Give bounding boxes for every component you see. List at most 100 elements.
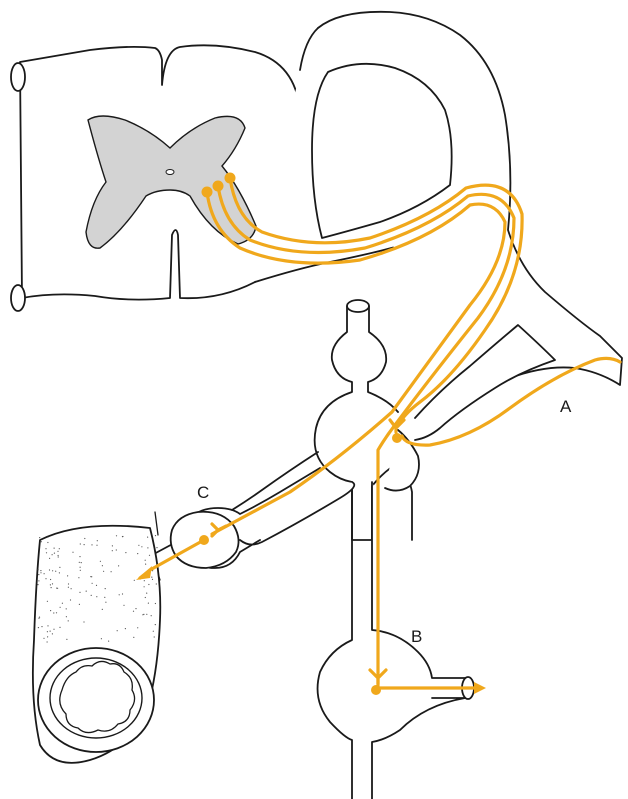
stipple-dot bbox=[149, 555, 150, 556]
stipple-dot bbox=[148, 584, 149, 585]
ganglion-cell-b bbox=[371, 685, 381, 695]
stipple-dot bbox=[101, 638, 102, 639]
stipple-dot bbox=[81, 562, 82, 563]
stipple-dot bbox=[145, 564, 146, 565]
stipple-dot bbox=[155, 603, 156, 604]
stipple-dot bbox=[38, 580, 39, 581]
label-b: B bbox=[411, 627, 422, 646]
stipple-dot bbox=[68, 620, 69, 621]
cell-body-2 bbox=[213, 181, 224, 192]
stipple-dot bbox=[137, 627, 138, 628]
stipple-dot bbox=[80, 543, 81, 544]
stipple-dot bbox=[145, 560, 146, 561]
stipple-dot bbox=[119, 594, 120, 595]
stipple-dot bbox=[91, 544, 92, 545]
cell-body-1 bbox=[202, 187, 213, 198]
stipple-dot bbox=[59, 567, 60, 568]
stipple-dot bbox=[52, 554, 53, 555]
stipple-dot bbox=[66, 639, 67, 640]
splanchnic-nerve bbox=[152, 452, 354, 580]
ganglion-cell-a bbox=[392, 433, 402, 443]
stipple-dot bbox=[47, 631, 48, 632]
stipple-dot bbox=[144, 580, 145, 581]
stipple-dot bbox=[155, 535, 156, 536]
label-a: A bbox=[560, 397, 572, 416]
stipple-dot bbox=[45, 548, 46, 549]
stipple-dot bbox=[47, 625, 48, 626]
stipple-dot bbox=[125, 628, 126, 629]
stipple-dot bbox=[68, 587, 69, 588]
stipple-dot bbox=[103, 571, 104, 572]
stipple-dot bbox=[116, 549, 117, 550]
stipple-dot bbox=[52, 583, 53, 584]
stipple-dot bbox=[148, 603, 149, 604]
stipple-dot bbox=[133, 611, 134, 612]
stipple-dot bbox=[92, 583, 93, 584]
stipple-dot bbox=[125, 552, 126, 553]
stipple-dot bbox=[54, 553, 55, 554]
stipple-dot bbox=[111, 571, 112, 572]
stipple-dot bbox=[91, 595, 92, 596]
ganglion-cell-c bbox=[199, 535, 209, 545]
stipple-dot bbox=[38, 618, 39, 619]
trunk-top-cut bbox=[347, 300, 369, 312]
stipple-dot bbox=[37, 584, 38, 585]
spinal-cord-cut-top bbox=[11, 63, 25, 91]
stipple-dot bbox=[47, 636, 48, 637]
stipple-dot bbox=[141, 546, 142, 547]
stipple-dot bbox=[105, 588, 106, 589]
stipple-dot bbox=[138, 545, 139, 546]
stipple-dot bbox=[47, 537, 48, 538]
stipple-dot bbox=[96, 596, 97, 597]
trunk-upper-segment-right bbox=[368, 306, 398, 412]
stipple-dot bbox=[112, 545, 113, 546]
stipple-dot bbox=[51, 587, 52, 588]
stipple-dot bbox=[58, 555, 59, 556]
stipple-dot bbox=[80, 570, 81, 571]
stipple-dot bbox=[151, 615, 152, 616]
stipple-dot bbox=[86, 591, 87, 592]
stipple-dot bbox=[52, 570, 53, 571]
stipple-dot bbox=[41, 541, 42, 542]
stipple-dot bbox=[105, 602, 106, 603]
stipple-dot bbox=[80, 567, 81, 568]
stipple-dot bbox=[66, 616, 67, 617]
stipple-dot bbox=[156, 547, 157, 548]
stipple-dot bbox=[38, 569, 39, 570]
stipple-dot bbox=[53, 629, 54, 630]
stipple-dot bbox=[50, 579, 51, 580]
stipple-dot bbox=[62, 603, 63, 604]
stipple-dot bbox=[40, 570, 41, 571]
stipple-dot bbox=[100, 561, 101, 562]
stipple-dot bbox=[47, 542, 48, 543]
central-canal bbox=[166, 170, 174, 175]
stipple-dot bbox=[44, 573, 45, 574]
stipple-dot bbox=[50, 610, 51, 611]
stipple-dot bbox=[45, 578, 46, 579]
stipple-dot bbox=[50, 631, 51, 632]
stipple-dot bbox=[55, 571, 56, 572]
stipple-dot bbox=[96, 545, 97, 546]
stipple-dot bbox=[49, 558, 50, 559]
stipple-dot bbox=[145, 597, 146, 598]
stipple-dot bbox=[40, 572, 41, 573]
stipple-dot bbox=[142, 614, 143, 615]
stipple-dot bbox=[102, 609, 103, 610]
stipple-dot bbox=[154, 636, 155, 637]
stipple-dot bbox=[57, 551, 58, 552]
stipple-dot bbox=[146, 614, 147, 615]
gut bbox=[33, 526, 160, 763]
stipple-dot bbox=[59, 572, 60, 573]
stipple-dot bbox=[112, 550, 113, 551]
stipple-dot bbox=[58, 556, 59, 557]
stipple-dot bbox=[79, 562, 80, 563]
arrow-to-b bbox=[474, 682, 486, 694]
trunk-lower bbox=[318, 482, 465, 799]
stipple-dot bbox=[122, 593, 123, 594]
stipple-dot bbox=[66, 608, 67, 609]
gut-mucosa-outer bbox=[50, 658, 142, 738]
stipple-dot bbox=[41, 626, 42, 627]
stipple-dot bbox=[46, 552, 47, 553]
stipple-dot bbox=[43, 638, 44, 639]
